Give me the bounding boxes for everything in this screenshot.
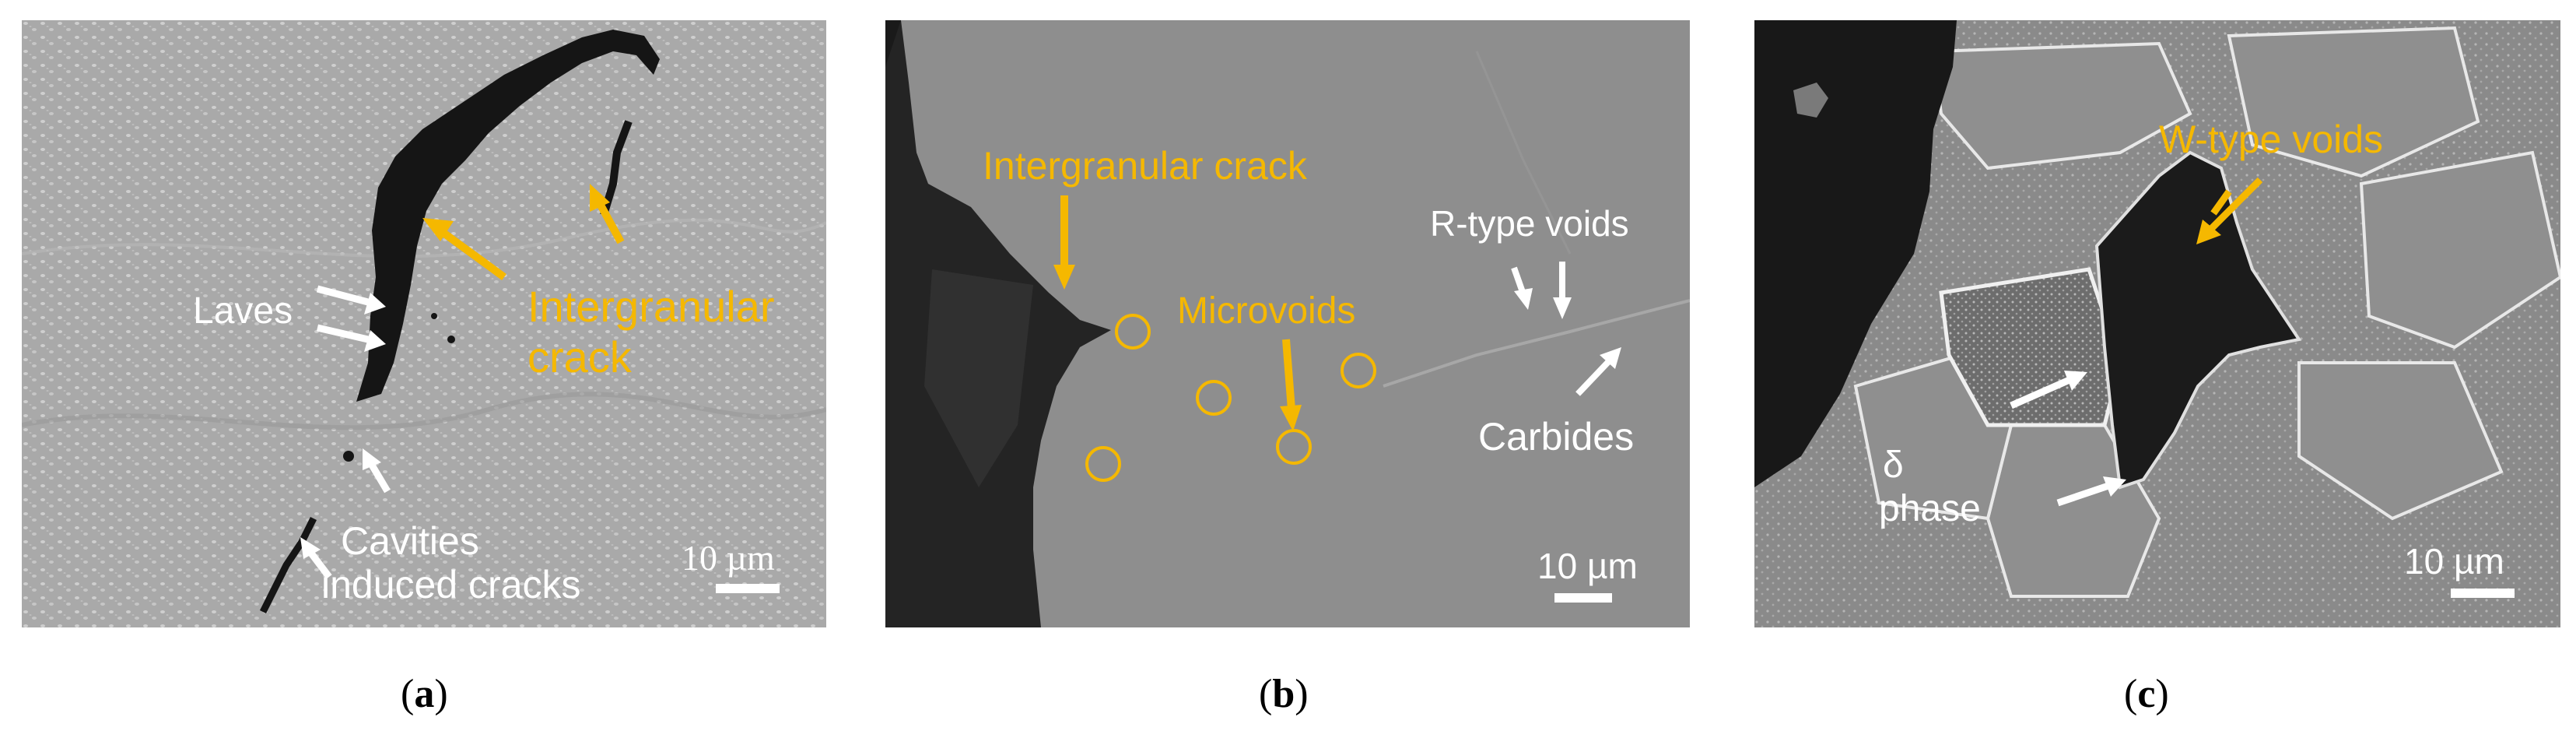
label-w-type-voids: W-type voids (2159, 118, 2384, 161)
scale-label-c: 10 µm (2404, 541, 2504, 582)
sem-image-a: Intergranular crack Laves Cavities induc… (22, 20, 826, 627)
white-arrows-c (2010, 371, 2126, 507)
scale-bar-c (2451, 589, 2515, 598)
label-microvoids: Microvoids (1177, 290, 1356, 332)
scale-bar-b (1554, 593, 1612, 603)
label-intergranular-a: Intergranular (527, 282, 775, 331)
w-type-void (2094, 150, 2302, 490)
sem-micrograph-b (885, 20, 1690, 627)
caption-c: (c) (2124, 672, 2169, 716)
orange-arrows-c (2196, 177, 2263, 244)
microvoid-circles (1085, 314, 1376, 482)
orange-arrows-b (1053, 195, 1302, 431)
scale-label-b: 10 µm (1537, 546, 1638, 586)
white-arrows-b (1511, 262, 1621, 396)
label-carbides: Carbides (1478, 415, 1635, 459)
intergranular-crack-a (356, 30, 660, 402)
label-cavities: Cavities (341, 519, 479, 563)
sem-image-b: Intergranular crack Microvoids R-type vo… (885, 20, 1690, 627)
sem-micrograph-c (1754, 20, 2560, 627)
sem-image-c: W-type voids δ phase 10 µm (1754, 20, 2560, 627)
sem-micrograph-a (22, 20, 826, 627)
label-induced-cracks: induced cracks (321, 563, 581, 606)
label-intergranular-crack-b: Intergranular crack (983, 144, 1307, 188)
label-delta: δ (1883, 445, 1904, 486)
label-laves: Laves (193, 290, 293, 332)
label-crack-a: crack (527, 332, 632, 381)
label-phase: phase (1879, 488, 1981, 529)
caption-a: (a) (401, 672, 448, 716)
white-arrows-a (300, 285, 391, 579)
orange-arrows-a (422, 184, 625, 281)
scale-label-a: 10 µm (682, 538, 775, 578)
scale-bar-a (716, 584, 780, 593)
label-r-type-voids: R-type voids (1430, 203, 1629, 244)
caption-b: (b) (1259, 672, 1309, 716)
